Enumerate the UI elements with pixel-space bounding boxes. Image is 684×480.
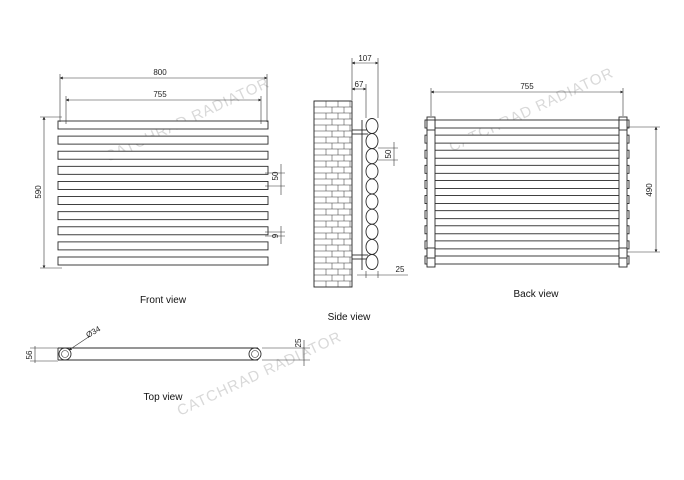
side-tube [365,148,379,165]
side-tube [365,163,379,180]
back-bar [424,134,630,144]
side-tubes [365,118,379,270]
brick-wall [313,100,353,288]
dim-top-depth: 56 [25,350,34,359]
dim-bar-pitch: 50 [271,171,280,180]
dim-depth-wall: 67 [355,80,364,89]
dim-depth-overall: 107 [358,54,372,63]
back-bars [424,119,630,265]
dim-tube-pitch: 50 [384,149,393,158]
back-view: 755 490 Back view [424,82,660,300]
side-view-caption: Side view [328,312,372,323]
dim-back-width: 755 [520,82,534,91]
front-bar [57,150,269,160]
bracket [426,247,436,259]
front-view: 800 755 590 50 9 Front view [34,68,285,306]
back-bar [424,225,630,235]
bracket [618,119,628,131]
side-view: 107 67 50 25 Side view [313,54,408,323]
dim-width-centres: 755 [153,90,167,99]
brick-pattern [314,101,352,287]
left-pipe [58,347,72,361]
front-bar [57,226,269,236]
side-tube [365,193,379,210]
front-bar [57,180,269,190]
dim-pipe-diameter: Ø34 [85,324,103,340]
dim-tube-width: 25 [396,265,405,274]
side-tube [365,133,379,150]
dim-width-overall: 800 [153,68,167,77]
bracket [426,119,436,131]
dim-height: 590 [34,185,43,199]
bracket [618,247,628,259]
back-bar [424,179,630,189]
back-bar [424,210,630,220]
dim-bar-gap: 9 [271,233,280,238]
back-bar [424,240,630,250]
front-bar [57,211,269,221]
front-view-caption: Front view [140,295,187,306]
back-bar [424,195,630,205]
front-bar [57,135,269,145]
front-bars [57,120,269,266]
right-rail [618,116,628,268]
back-bar [424,149,630,159]
dim-back-height: 490 [645,183,654,197]
back-bar [424,119,630,129]
side-tube [365,178,379,195]
back-view-caption: Back view [513,289,559,300]
front-bar [57,120,269,130]
left-rail [426,116,436,268]
front-bar [57,165,269,175]
side-tube [365,118,379,134]
side-tube [365,254,379,270]
side-tube [365,208,379,225]
right-pipe [248,347,262,361]
watermark: CATCHRAD RADIATOR [175,328,345,419]
side-tube [365,223,379,240]
side-tube [365,238,379,255]
top-view-caption: Top view [144,392,184,403]
front-bar [57,241,269,251]
front-bar [57,196,269,206]
back-bar [424,255,630,265]
front-bar [57,256,269,266]
dim-top-tube-depth: 25 [294,338,303,347]
back-bar [424,164,630,174]
